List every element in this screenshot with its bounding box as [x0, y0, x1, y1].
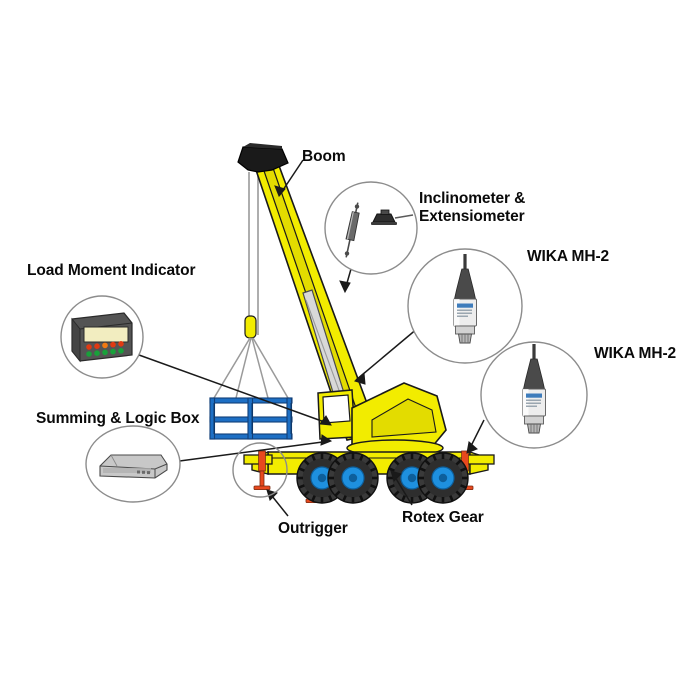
load-slings	[213, 337, 289, 399]
label-rotex-gear: Rotex Gear	[402, 509, 484, 526]
summing-logic-box-device	[99, 454, 168, 479]
label-inclinometer-extensiometer: Inclinometer & Extensiometer	[419, 190, 526, 226]
label-boom: Boom	[302, 148, 346, 165]
summing-callout	[85, 425, 181, 503]
wheel-front-inner	[326, 451, 380, 505]
inclinometer-callout	[324, 181, 418, 275]
label-outrigger: Outrigger	[278, 520, 348, 537]
wika-bottom-callout	[480, 341, 588, 449]
inclinometer-icon	[371, 209, 414, 225]
hoist-cables	[248, 172, 259, 335]
load-moment-indicator-device	[71, 312, 133, 363]
wheel-rear-inner	[416, 451, 470, 505]
label-load-moment-indicator: Load Moment Indicator	[27, 262, 196, 279]
leader-lmi	[138, 354, 331, 425]
leader-lines	[138, 159, 485, 517]
wika-top-callout	[407, 248, 523, 364]
outrigger-callout	[232, 442, 288, 498]
leader-wika-top	[355, 327, 419, 381]
operator-cab	[317, 389, 356, 440]
lmi-callout	[60, 295, 144, 379]
suspended-load	[209, 397, 293, 440]
hook-block	[244, 315, 257, 339]
label-wika-mh-2-bottom: WIKA MH-2	[594, 345, 677, 362]
lmi-indicator-lamps	[86, 341, 124, 357]
label-summing-logic-box: Summing & Logic Box	[36, 410, 200, 427]
crane-illustration	[209, 143, 495, 505]
extensiometer-icon	[344, 202, 360, 258]
label-wika-mh-2-top: WIKA MH-2	[527, 248, 610, 265]
leader-summing	[171, 440, 331, 463]
